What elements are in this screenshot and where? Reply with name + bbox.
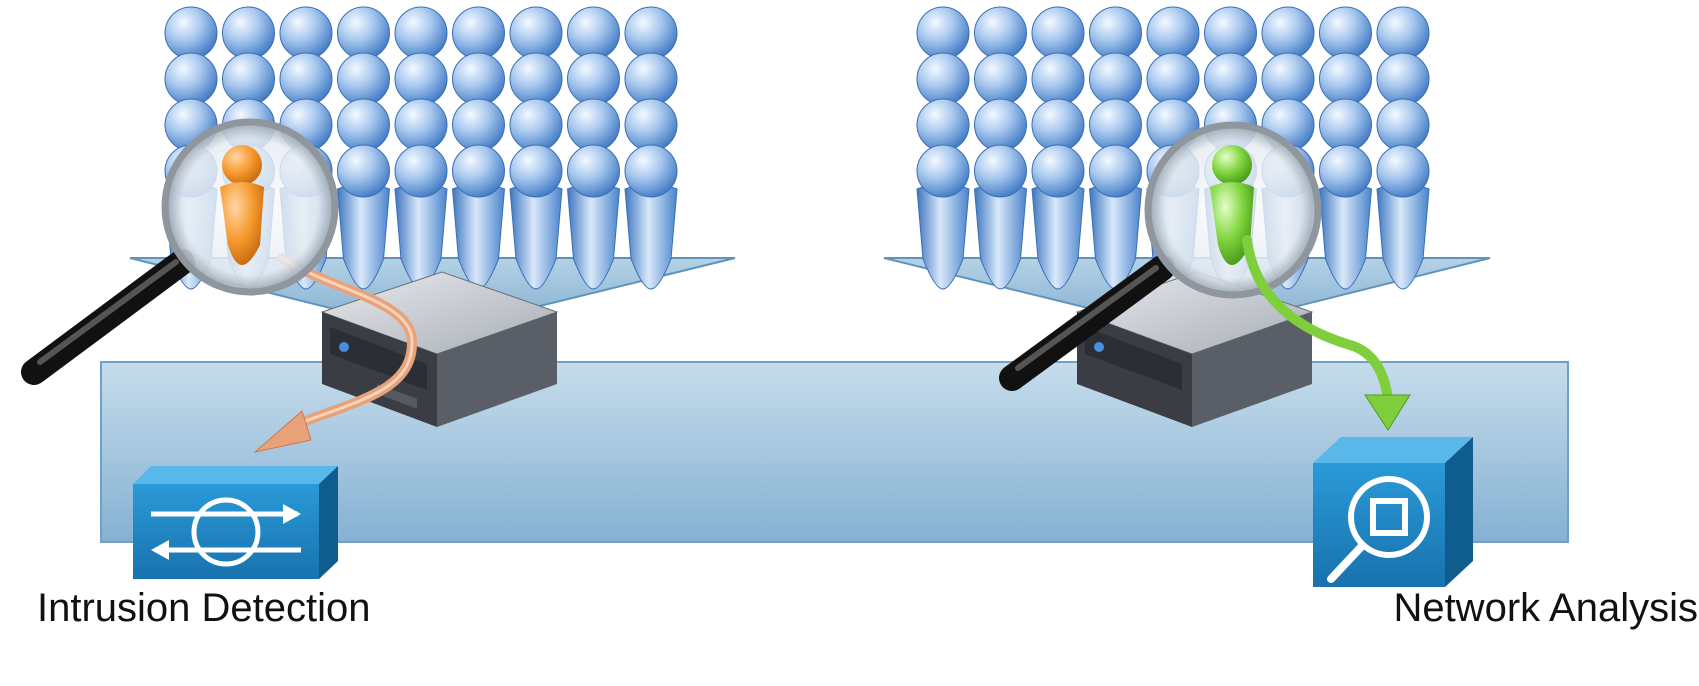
user-head	[337, 144, 390, 198]
user-head	[916, 98, 970, 152]
user-head	[1204, 6, 1257, 60]
user-head	[916, 6, 970, 60]
user-head	[164, 52, 218, 106]
user-head	[1376, 144, 1430, 198]
user-head	[624, 98, 678, 152]
user-head	[509, 144, 563, 198]
user-head	[1089, 144, 1142, 198]
user-head	[279, 52, 333, 106]
user-head	[974, 98, 1027, 152]
network-analysis-icon	[1313, 437, 1473, 587]
user-head	[1031, 144, 1085, 198]
user-head	[916, 52, 970, 106]
user-head	[452, 98, 505, 152]
user-head	[1204, 52, 1257, 106]
user-head	[567, 98, 620, 152]
user-head	[1146, 6, 1200, 60]
user-head	[222, 52, 275, 106]
arrow-head-green	[1364, 394, 1411, 431]
user-head	[509, 98, 563, 152]
user-head	[1089, 98, 1142, 152]
user-head	[624, 52, 678, 106]
user-head	[164, 6, 218, 60]
network-analysis-label: Network Analysis	[1393, 586, 1698, 630]
user-head	[567, 6, 620, 60]
suspect-user-orange	[220, 145, 264, 265]
intrusion-detection-label: Intrusion Detection	[37, 586, 371, 630]
user-head	[1089, 52, 1142, 106]
user-head	[1261, 6, 1315, 60]
user-head	[1376, 52, 1430, 106]
user-head	[452, 144, 505, 198]
user-head	[1376, 6, 1430, 60]
user-head	[509, 6, 563, 60]
user-head	[1031, 98, 1085, 152]
user-head	[337, 52, 390, 106]
user-head	[509, 52, 563, 106]
user-head	[222, 6, 275, 60]
left-group	[21, 6, 736, 579]
user-head	[1376, 98, 1430, 152]
user-head	[567, 144, 620, 198]
user-head	[1031, 52, 1085, 106]
user-head	[567, 52, 620, 106]
user-head	[1031, 6, 1085, 60]
user-head	[1146, 52, 1200, 106]
user-head	[974, 6, 1027, 60]
intrusion-detection-icon	[133, 466, 338, 579]
traffic-arrow-green	[1242, 235, 1393, 405]
user-head	[337, 98, 390, 152]
user-head	[1319, 98, 1372, 152]
user-head	[394, 98, 448, 152]
user-head	[974, 52, 1027, 106]
user-head	[279, 6, 333, 60]
user-head	[337, 6, 390, 60]
arrow-head-orange	[253, 410, 312, 453]
user-head	[916, 144, 970, 198]
left-crowd	[164, 6, 678, 290]
user-head	[974, 144, 1027, 198]
user-head	[1319, 6, 1372, 60]
user-head	[1261, 52, 1315, 106]
user-head	[394, 6, 448, 60]
magnifier-icon	[21, 118, 339, 385]
user-head	[624, 144, 678, 198]
user-head	[1319, 144, 1372, 198]
user-head	[1089, 6, 1142, 60]
right-group	[883, 6, 1491, 587]
user-head	[1319, 52, 1372, 106]
user-head	[394, 144, 448, 198]
user-head	[624, 6, 678, 60]
user-head	[394, 52, 448, 106]
user-head	[452, 52, 505, 106]
user-head	[452, 6, 505, 60]
